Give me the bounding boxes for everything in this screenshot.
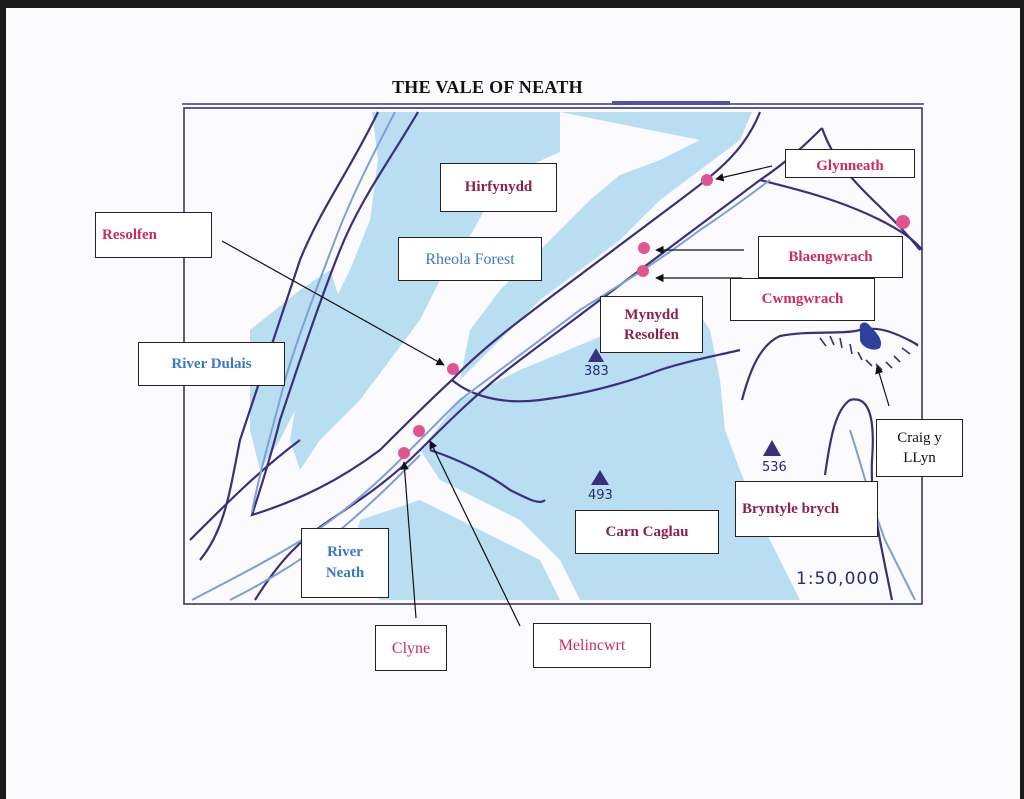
map-title: THE VALE OF NEATH (392, 77, 583, 97)
label-glynneath: Glynneath (785, 149, 915, 178)
label-blaengwrach: Blaengwrach (758, 236, 903, 278)
label-melincwrt: Melincwrt (533, 623, 651, 668)
spot-height-383: 383 (584, 364, 609, 379)
arrow-melincwrt (429, 440, 521, 627)
arrow-craig-y-llyn (875, 365, 890, 407)
triangle-icon-383 (588, 348, 604, 362)
arrow-resolfen (221, 240, 445, 366)
settlement-dot-east (896, 215, 910, 229)
arrow-clyne (400, 461, 417, 619)
settlement-dot-glynneath (701, 174, 713, 186)
scarp-hatching (819, 335, 919, 371)
label-resolfen: Resolfen (95, 212, 212, 258)
spot-height-536: 536 (762, 460, 787, 475)
label-hirfynydd: Hirfynydd (440, 163, 557, 212)
label-river-dulais: River Dulais (138, 342, 285, 386)
settlement-dot-blaengwrach (638, 242, 650, 254)
arrow-glynneath (715, 165, 773, 182)
label-river-neath: River Neath (301, 528, 389, 598)
label-rheola-forest: Rheola Forest (398, 237, 542, 281)
land-shading (250, 112, 800, 600)
leader-arrows (221, 165, 890, 627)
label-carn-caglau: Carn Caglau (575, 510, 719, 554)
triangle-icon-493 (591, 470, 609, 485)
settlement-dots (398, 174, 910, 459)
map-scale: 1:50,000 (796, 569, 881, 589)
settlement-dot-cwmgwrach (637, 265, 649, 277)
settlement-dot-melincwrt (413, 425, 425, 437)
triangle-icon-536 (763, 440, 781, 456)
settlement-dot-resolfen (447, 363, 459, 375)
lake-icon (859, 322, 882, 350)
label-cwmgwrach: Cwmgwrach (730, 278, 875, 321)
summit-triangles (588, 348, 781, 485)
label-clyne: Clyne (375, 625, 447, 671)
spot-height-493: 493 (588, 488, 613, 503)
label-craig-y-llyn: Craig y LLyn (876, 419, 963, 477)
label-bryntyle-brych: Bryntyle brych (735, 481, 878, 537)
label-mynydd-resolfen: Mynydd Resolfen (600, 296, 703, 353)
settlement-dot-clyne (398, 447, 410, 459)
